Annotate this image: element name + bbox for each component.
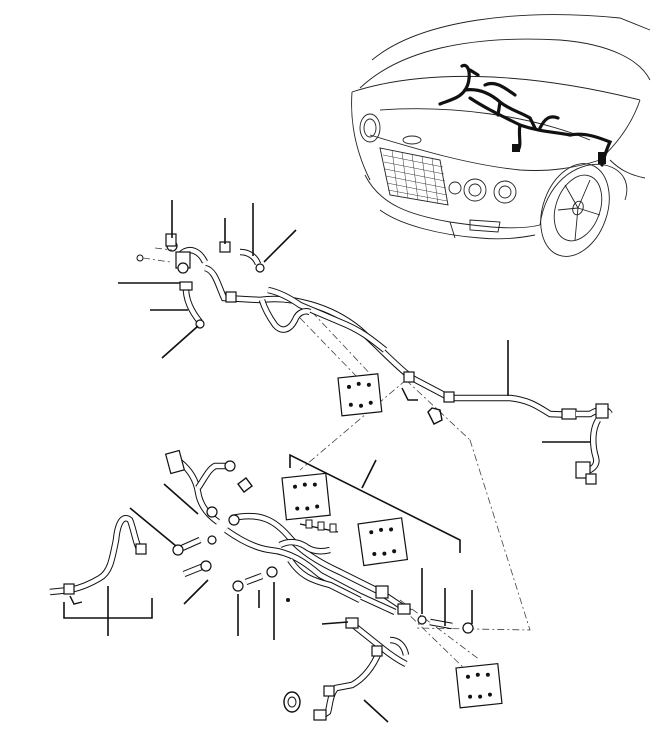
lower-pipe-assembly	[49, 449, 474, 721]
mounting-plate-icon	[455, 662, 503, 709]
leader-lines	[63, 200, 590, 723]
mounting-plate-icon	[337, 373, 383, 417]
mounting-plate-icon	[357, 517, 409, 567]
car-overview-icon	[351, 14, 651, 257]
explosion-guide-lines	[299, 311, 531, 673]
mounting-plate-icon	[281, 472, 331, 521]
wiring-harness-icon	[438, 63, 613, 167]
upper-pipe-assembly	[136, 233, 613, 485]
